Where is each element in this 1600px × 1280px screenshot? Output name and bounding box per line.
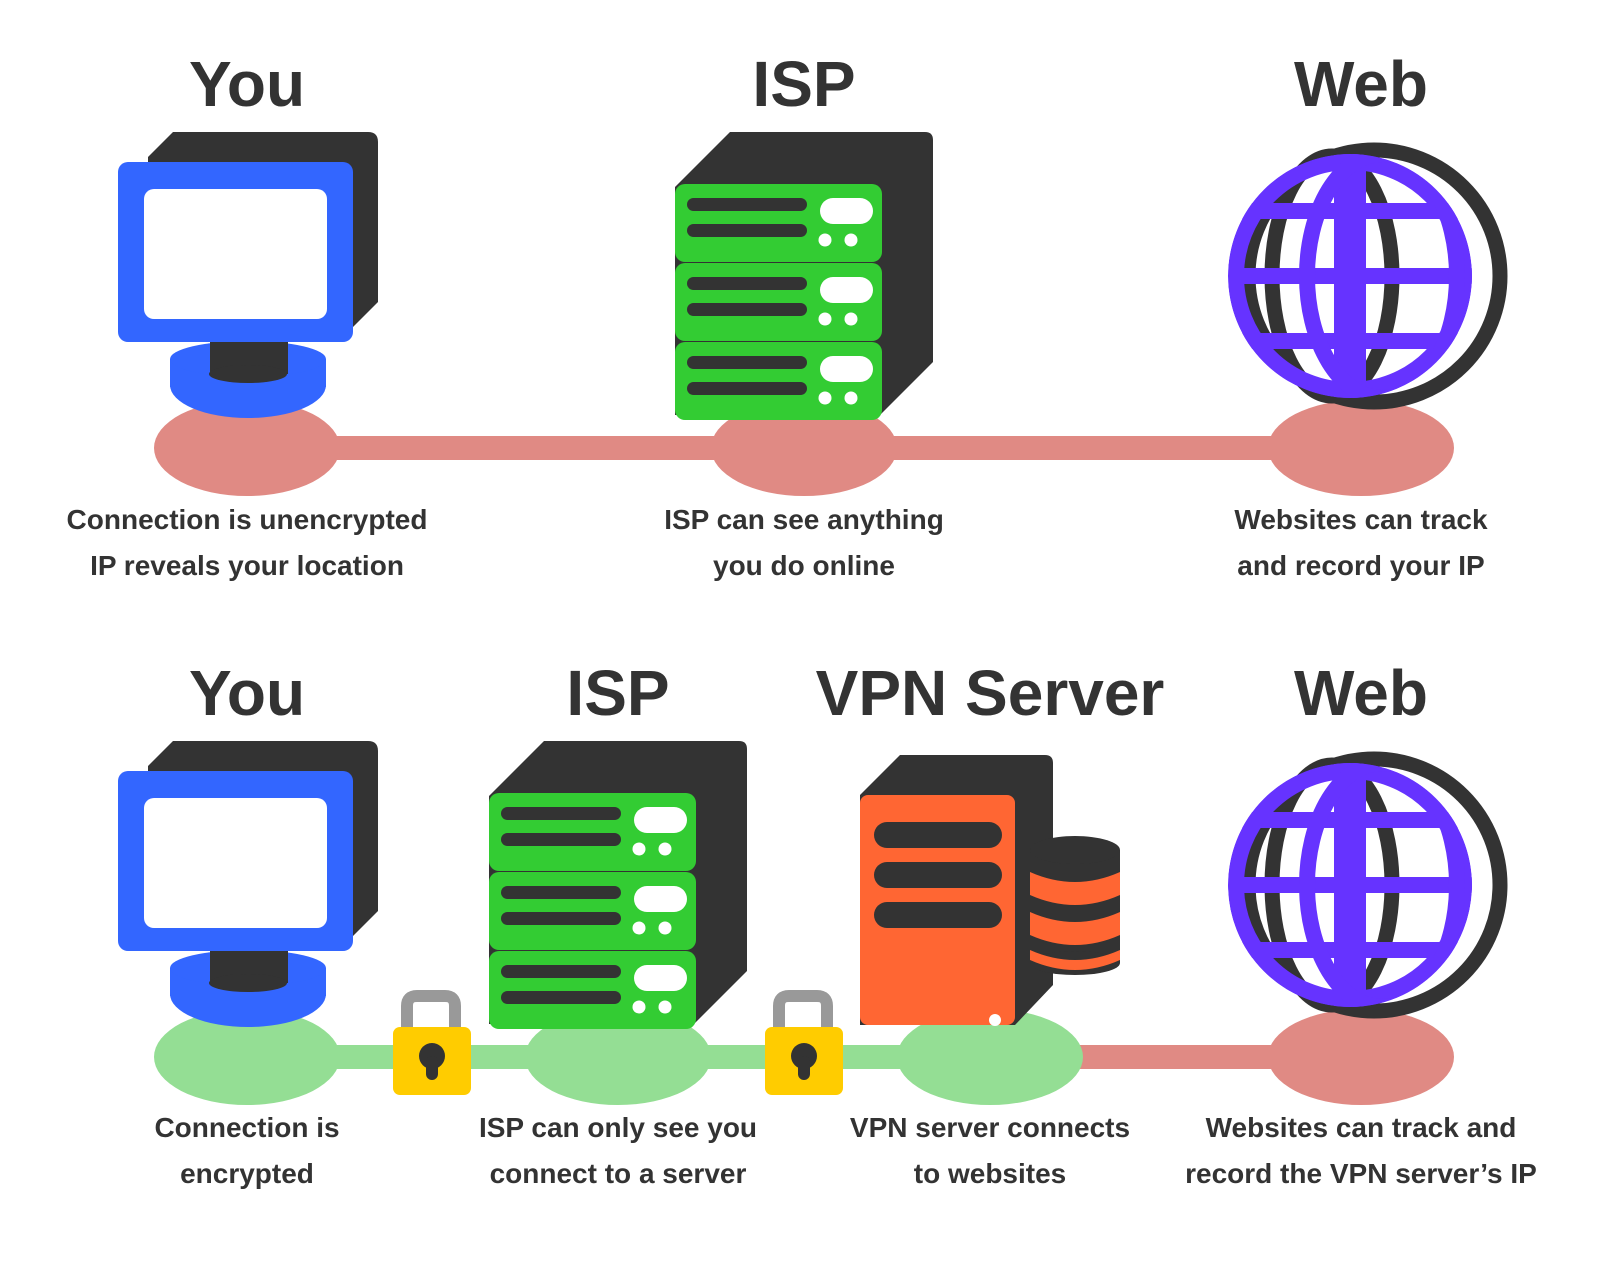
lock-icon: [765, 996, 843, 1095]
node-ellipse-web: [1268, 1009, 1454, 1105]
node-caption-web: Websites can track and record your IP: [1234, 504, 1488, 581]
globe-icon: [1232, 146, 1500, 406]
globe-icon: [1232, 755, 1500, 1015]
node-caption-you: Connection is encrypted: [154, 1112, 340, 1189]
computer-monitor-icon: [118, 741, 378, 1027]
node-ellipse-web: [1268, 400, 1454, 496]
lock-icon: [393, 996, 471, 1095]
node-caption-isp: ISP can only see you connect to a server: [478, 1112, 758, 1189]
computer-monitor-icon: [118, 132, 378, 418]
node-ellipse-you: [154, 400, 340, 496]
node-ellipse-isp: [525, 1009, 711, 1105]
node-title-you: You: [188, 657, 306, 729]
node-caption-web: Websites can track and record the VPN se…: [1185, 1112, 1537, 1189]
vpn-server-icon: [860, 755, 1120, 1026]
node-ellipse-isp: [711, 400, 897, 496]
server-rack-icon: [675, 132, 933, 420]
node-title-isp: ISP: [752, 48, 856, 120]
node-title-web: Web: [1294, 657, 1428, 729]
node-caption-vpn-server: VPN server connects to websites: [849, 1112, 1131, 1189]
node-title-you: You: [188, 48, 306, 120]
node-caption-isp: ISP can see anything you do online: [664, 504, 944, 581]
node-title-isp: ISP: [566, 657, 670, 729]
node-caption-you: Connection is unencrypted IP reveals you…: [66, 504, 428, 581]
node-title-web: Web: [1294, 48, 1428, 120]
node-ellipse-you: [154, 1009, 340, 1105]
node-ellipse-vpn: [897, 1009, 1083, 1105]
node-title-vpn-server: VPN Server: [815, 657, 1165, 729]
server-rack-icon: [489, 741, 747, 1029]
